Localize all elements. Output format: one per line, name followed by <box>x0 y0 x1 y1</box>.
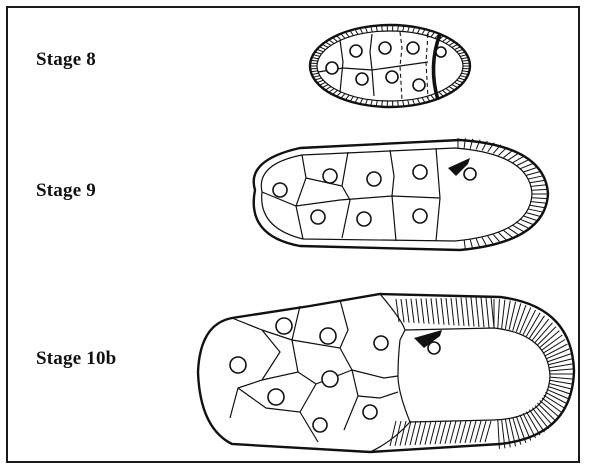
stage-9-cell-boundary <box>306 178 350 238</box>
stage-9-follicle-cells <box>458 138 548 250</box>
stage-10b-nucleus <box>374 336 388 350</box>
stage-8-egg-chamber <box>310 25 470 107</box>
stage-10b-cell-boundary <box>358 392 398 398</box>
stage-10b-cell-boundary <box>340 300 348 348</box>
stage-8-nucleus <box>326 62 338 74</box>
stage-10b-cell-boundary <box>262 330 352 370</box>
stage-8-nucleus <box>386 71 398 83</box>
stage-8-nucleus <box>413 79 425 91</box>
stage-10b-nucleus <box>363 405 377 419</box>
stage-9-inner-membrane <box>261 148 532 241</box>
stage-10b-cell-boundary <box>292 306 300 372</box>
stage-10b-nucleus <box>276 318 292 334</box>
stage-10b-egg-chamber <box>198 294 574 452</box>
stage-9-egg-chamber <box>254 138 548 250</box>
stage-9-nucleus <box>367 172 381 186</box>
stage-10b-cell-boundary <box>300 384 316 412</box>
stage-8-nucleus <box>379 42 391 54</box>
stage-9-nucleus <box>311 210 325 224</box>
stage-9-outer-follicle <box>254 140 548 250</box>
stage-8-oocyte-border <box>433 34 440 100</box>
stage-9-cell-boundary <box>342 152 348 186</box>
stage-10b-nucleus <box>320 328 336 344</box>
stage-9-cell-boundary <box>296 155 306 239</box>
stage-10b-cell-boundary <box>262 372 316 384</box>
stage-10b-nucleus <box>322 371 338 387</box>
stage-10b-nucleus <box>313 418 327 432</box>
stage-8-cell-boundary <box>370 34 374 96</box>
stage-9-cell-boundary <box>262 192 440 206</box>
stage-10b-nucleus <box>268 389 284 405</box>
stage-9-oocyte-nucleus <box>464 168 476 180</box>
stage-10b-nucleus <box>230 357 246 373</box>
stage-8-nucleus <box>407 42 419 54</box>
stage-8-nucleus <box>350 45 362 57</box>
stage-10b-follicle-boundary <box>370 422 410 452</box>
stage-8-nucleus <box>356 73 368 85</box>
stage-9-nucleus <box>413 209 427 223</box>
stage-9-nucleus <box>357 212 371 226</box>
stage-9-nucleus <box>413 165 427 179</box>
stage-8-nucleus <box>436 47 446 57</box>
stage-9-nucleus <box>273 183 287 197</box>
stage-8-inner-follicle <box>317 31 463 101</box>
stage-10b-cell-boundary <box>352 370 398 378</box>
stage-10b-oocyte-nucleus <box>428 342 440 354</box>
stage-8-cell-boundary <box>426 34 428 98</box>
stage-9-cell-boundary <box>436 148 440 241</box>
stage-8-cell-boundary <box>340 40 343 92</box>
stage-9-nucleus <box>323 169 337 183</box>
stage-10b-outer-shell <box>198 294 574 452</box>
stage-10b-follicle-cells <box>390 297 574 449</box>
